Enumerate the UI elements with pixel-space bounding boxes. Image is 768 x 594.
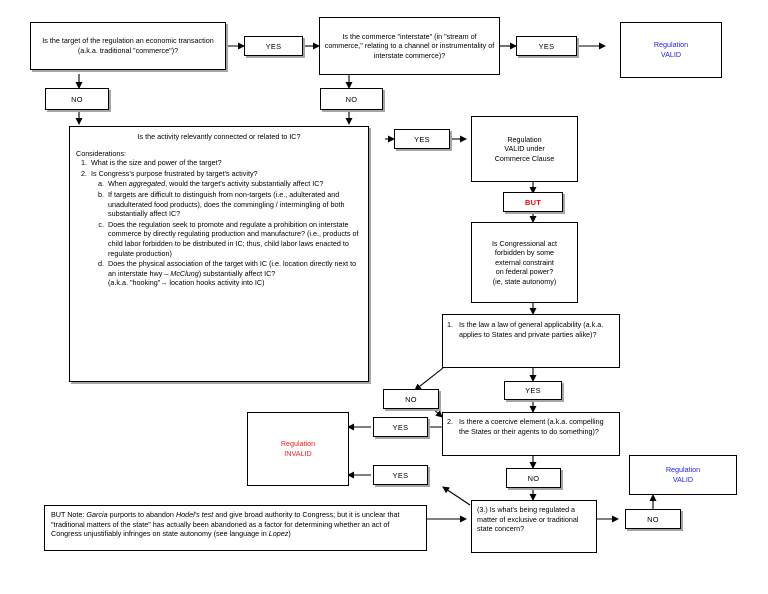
q4-line-2: forbidden by some (494, 248, 555, 258)
connector-no-2-label: NO (345, 94, 358, 104)
node-q6-coercive-element[interactable]: 2. Is there a coercive element (a.k.a. c… (442, 412, 620, 456)
connector-yes-coercive[interactable]: YES (373, 417, 428, 437)
node-q3-considerations-list: What is the size and power of the target… (76, 158, 362, 288)
connector-but-label: BUT (524, 197, 542, 207)
connector-no-coercive[interactable]: NO (506, 468, 561, 488)
q3-item-2-text: Is Congress's purpose frustrated by targ… (91, 168, 258, 178)
q5-text: Is the law a law of general applicabilit… (459, 320, 604, 339)
connector-no-1[interactable]: NO (45, 88, 109, 110)
connector-yes-1[interactable]: YES (244, 36, 303, 56)
node-but-note[interactable]: BUT Note: Garcia purports to abandon Hod… (44, 505, 427, 551)
invalid-line-1: Regulation (280, 439, 316, 449)
node-q5-general-applicability[interactable]: 1. Is the law a law of general applicabi… (442, 314, 620, 368)
but-note-mid-2: and give broad authority to Congress; bu… (51, 510, 400, 539)
q3-item-2: Is Congress's purpose frustrated by targ… (89, 169, 362, 288)
but-note-mid-1: purports to abandon (107, 510, 176, 519)
but-note-post: ) (288, 529, 291, 539)
connector-no-state-label: NO (647, 514, 659, 524)
connector-yes-general-applicability[interactable]: YES (504, 381, 562, 400)
node-q3-title: Is the activity relevantly connected or … (137, 132, 301, 141)
q6-text: Is there a coercive element (a.k.a. comp… (459, 417, 604, 436)
node-q2-interstate[interactable]: Is the commerce "interstate" (in "stream… (319, 17, 500, 75)
node-q2-text: Is the commerce "interstate" (in "stream… (324, 31, 495, 60)
q3-item-2a-post: , would the target's activity substantia… (165, 179, 324, 189)
q6-number: 2. (447, 417, 453, 426)
but-note-lopez: Lopez (268, 529, 289, 539)
valid-cc-line-3: Commerce Clause (494, 153, 555, 163)
but-note-hodel: Hodel's test (175, 510, 214, 519)
connector-yes-state-label: YES (392, 470, 409, 480)
node-regulation-valid-bottom[interactable]: Regulation VALID (629, 455, 737, 495)
connector-no-2[interactable]: NO (320, 88, 383, 110)
valid-top-line-1: Regulation (653, 40, 689, 50)
connector-no-general-label: NO (405, 394, 417, 404)
valid-bottom-line-2: VALID (672, 475, 694, 484)
node-regulation-valid-commerce-clause[interactable]: Regulation VALID under Commerce Clause (471, 116, 578, 182)
q5-number: 1. (447, 320, 453, 329)
q3-item-2a-emphasis: aggregated (128, 179, 166, 189)
valid-top-line-2: VALID (660, 50, 682, 59)
but-note-garcia: Garcia (86, 510, 108, 519)
node-q3-activity-connected[interactable]: Is the activity relevantly connected or … (69, 126, 369, 382)
q3-item-2d: Does the physical association of the tar… (106, 259, 362, 288)
connector-no-state-concern[interactable]: NO (625, 509, 681, 529)
q3-item-1: What is the size and power of the target… (89, 158, 362, 168)
node-q1-text: Is the target of the regulation an econo… (42, 36, 214, 55)
connector-yes-state-concern[interactable]: YES (373, 465, 428, 485)
connector-yes-coercive-label: YES (392, 422, 409, 432)
q7-text: (3.) Is what's being regulated a matter … (477, 505, 579, 534)
q3-item-2a-pre: When (108, 179, 129, 189)
connector-yes-general-label: YES (525, 386, 541, 395)
node-q4-congressional-act[interactable]: Is Congressional act forbidden by some e… (471, 222, 578, 303)
valid-bottom-line-1: Regulation (665, 465, 701, 475)
but-note-pre: BUT Note: (51, 510, 87, 519)
connector-no-coercive-label: NO (527, 473, 540, 483)
node-regulation-invalid[interactable]: Regulation INVALID (247, 412, 349, 486)
node-q7-state-concern[interactable]: (3.) Is what's being regulated a matter … (471, 500, 597, 553)
q3-item-2c: Does the regulation seek to promote and … (106, 220, 362, 258)
invalid-line-2: INVALID (284, 449, 312, 458)
q4-line-1: Is Congressional act (491, 238, 558, 248)
connector-no-general-applicability[interactable]: NO (383, 389, 439, 409)
q4-line-3: external constraint (495, 257, 554, 267)
connector-yes-3-label: YES (414, 134, 430, 144)
q3-item-2d-post: ) substantially affect IC? (198, 268, 276, 278)
q4-line-5: (ie, state autonomy) (492, 276, 557, 286)
connector-yes-2-label: YES (538, 41, 555, 51)
q3-item-2d-pre: Does the physical association of the tar… (108, 259, 357, 278)
node-q3-considerations-label: Considerations: (76, 148, 126, 158)
connector-but[interactable]: BUT (503, 192, 563, 212)
valid-cc-line-2: VALID under (504, 144, 545, 154)
node-regulation-valid-top[interactable]: Regulation VALID (620, 22, 722, 78)
q3-item-2b: If targets are difficult to distinguish … (106, 190, 362, 219)
connector-no-1-label: NO (71, 94, 83, 104)
node-q1-economic-transaction[interactable]: Is the target of the regulation an econo… (30, 22, 226, 70)
q3-item-2d-aka: (a.k.a. "hooking"→ location hooks activi… (108, 278, 265, 288)
connector-yes-1-label: YES (265, 41, 282, 51)
q3-sublist: When aggregated, would the target's acti… (91, 179, 362, 288)
q4-line-4: on federal power? (495, 267, 554, 277)
q3-item-2d-emphasis: McClung (170, 268, 199, 278)
connector-yes-3[interactable]: YES (394, 129, 450, 149)
connector-yes-2[interactable]: YES (516, 36, 577, 56)
valid-cc-line-1: Regulation (507, 134, 542, 144)
q3-item-2a: When aggregated, would the target's acti… (106, 179, 362, 189)
